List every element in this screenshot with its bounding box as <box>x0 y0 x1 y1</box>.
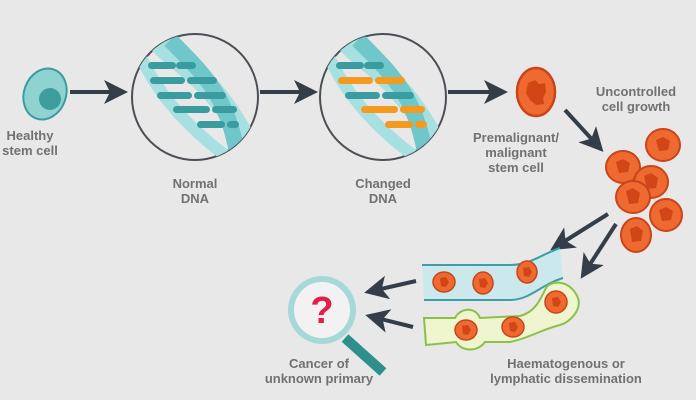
malignant-cell-label: Premalignant/ malignant stem cell <box>466 130 566 175</box>
label-line: Uncontrolled <box>595 84 677 99</box>
label-line: cell growth <box>601 99 671 114</box>
label-line: DNA <box>180 191 210 206</box>
label-line: stem cell <box>488 160 544 175</box>
normal-dna-label: Normal DNA <box>160 176 230 206</box>
growth-label: Uncontrolled cell growth <box>576 84 696 114</box>
label-line: malignant <box>485 145 547 160</box>
label-line: DNA <box>368 191 398 206</box>
arrow-icon <box>550 212 610 251</box>
label-line: Changed <box>355 176 411 191</box>
arrows <box>70 80 618 333</box>
magnifier-icon: ? <box>288 276 387 376</box>
dna-helix-icon <box>131 33 259 161</box>
blood-vessel-icon <box>422 247 564 301</box>
label-line: Normal <box>172 176 218 191</box>
arrow-icon <box>563 108 604 152</box>
dissemination-label: Haematogenous or lymphatic dissemination <box>478 356 654 386</box>
arrow-icon <box>580 222 618 279</box>
label-line: unknown primary <box>264 371 374 386</box>
label-line: Healthy <box>6 128 54 143</box>
healthy-cell-icon <box>22 67 68 121</box>
mutated-dna-icon <box>319 33 447 161</box>
label-line: Haematogenous or <box>507 356 625 371</box>
label-line: lymphatic dissemination <box>490 371 642 386</box>
cell-cluster-icon <box>605 128 683 253</box>
cup-label: Cancer of unknown primary <box>254 356 384 386</box>
arrow-icon <box>365 309 414 333</box>
label-line: stem cell <box>2 143 58 158</box>
label-line: Premalignant/ <box>473 130 559 145</box>
question-mark: ? <box>310 290 333 332</box>
arrow-icon <box>364 275 417 300</box>
healthy-cell-label: Healthy stem cell <box>0 128 60 158</box>
cancer-cell-icon <box>515 66 557 118</box>
lymph-vessel-icon <box>422 281 580 351</box>
changed-dna-label: Changed DNA <box>348 176 418 206</box>
label-line: Cancer of <box>289 356 349 371</box>
